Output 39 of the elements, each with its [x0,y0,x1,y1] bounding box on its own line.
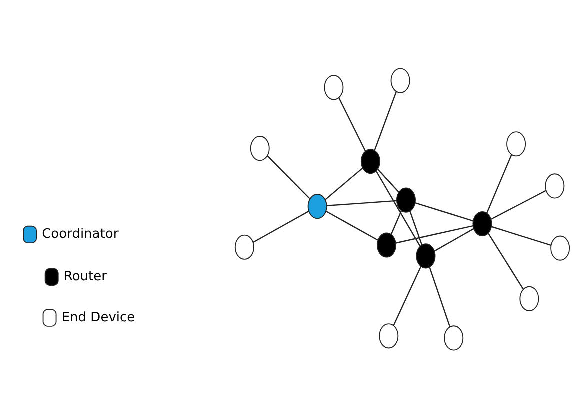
connector [326,210,378,241]
legend-label: End Device [62,310,136,326]
node-circle [396,188,416,213]
connector [267,156,310,200]
connector [396,225,474,244]
node-circle [250,136,270,162]
connector [434,228,474,252]
connector [410,211,423,246]
connector [492,226,552,246]
connector [253,210,310,244]
legend-label: Router [64,270,108,285]
node-circle [377,232,396,258]
node-circle [550,236,570,261]
connector [374,92,398,151]
connector [376,171,421,247]
connector [338,98,366,152]
node-circle [506,132,526,157]
connector [488,233,524,290]
connector [327,200,397,206]
node-circle [444,326,464,351]
node-circle [472,211,492,237]
node-circle [360,149,380,174]
connector [393,266,422,326]
node-circle [520,286,540,312]
node-circle [416,244,436,269]
connector [486,154,512,214]
connector [377,169,400,193]
connector [415,202,474,222]
node-circle [390,68,410,94]
legend-label: Coordinator [42,227,119,242]
node-circle [234,234,254,260]
node-circle [324,75,344,100]
node-circle [379,324,399,349]
connector [390,210,402,235]
node-circle [545,174,565,199]
node-circle [308,194,328,220]
connector [491,190,546,220]
connector [325,168,364,200]
connector [429,267,451,328]
